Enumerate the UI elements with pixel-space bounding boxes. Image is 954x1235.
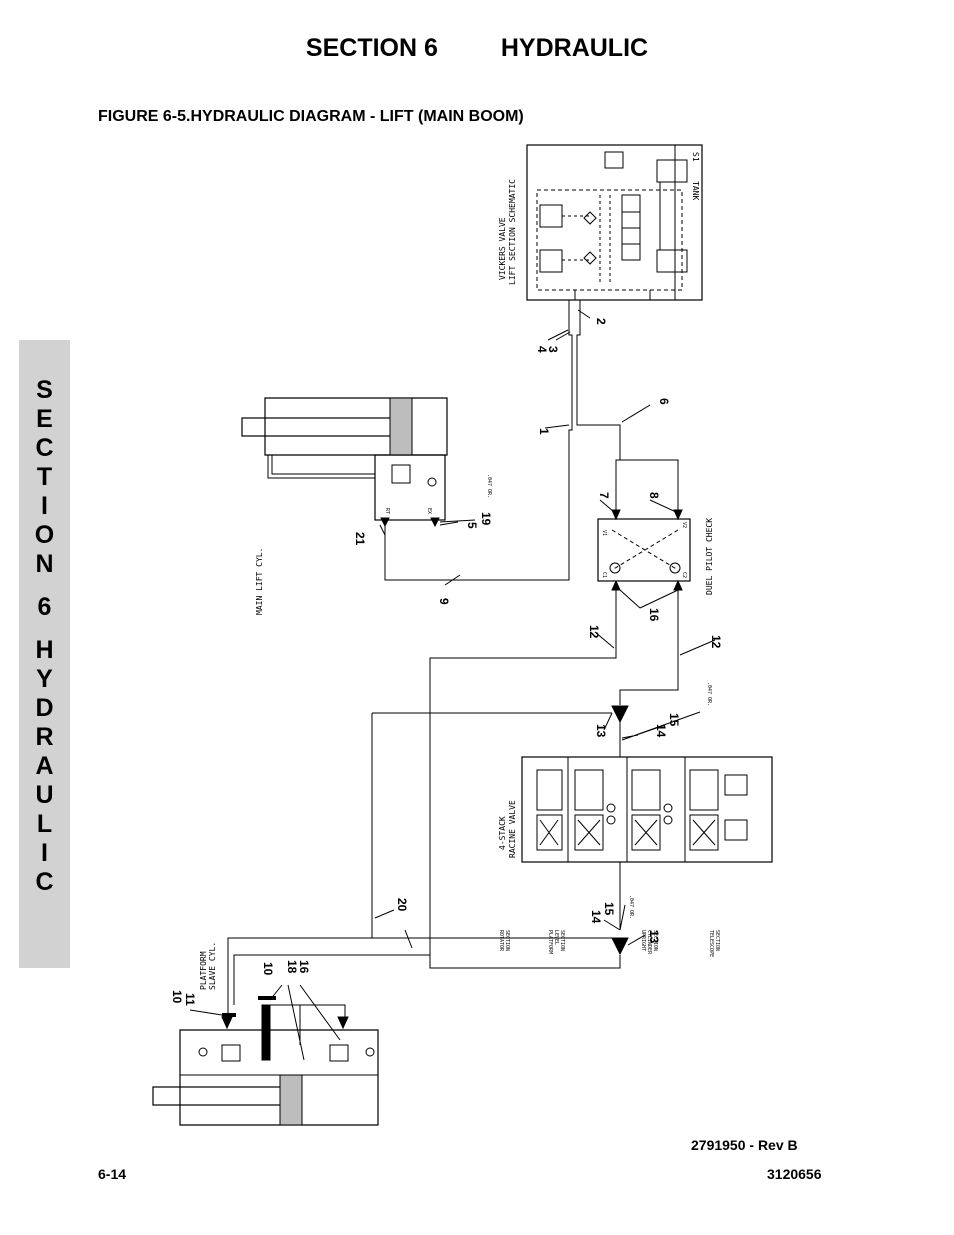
- document-number: 2791950 - Rev B: [691, 1137, 798, 1153]
- racine-valve-label-1: 4-STACK: [498, 816, 507, 850]
- callout-15-bottom: 15: [602, 902, 616, 916]
- callout-10-left: 10: [170, 990, 184, 1004]
- c1-port-label: C1: [601, 572, 607, 578]
- v2-port-label: V2: [681, 522, 687, 528]
- upright-cylinder-label-1: UPRIGHT: [640, 930, 646, 951]
- callout-15-top: 15: [667, 713, 681, 727]
- duel-pilot-check: V1 V2 C1 C2 DUEL PILOT CHECK: [597, 509, 714, 595]
- side-tab-letter: L: [36, 810, 53, 838]
- platform-level-label-3: SECTION: [559, 930, 565, 951]
- callout-10-right: 10: [261, 962, 275, 976]
- callout-4: 4: [535, 346, 549, 353]
- side-tab-letter: I: [41, 492, 48, 520]
- svg-text:S1: S1: [691, 152, 700, 162]
- callout-11: 11: [183, 993, 197, 1006]
- v1-port-label: V1: [601, 530, 607, 536]
- callout-7: 7: [597, 492, 611, 499]
- callout-1: 1: [537, 428, 551, 435]
- rt-port-label: RT: [384, 508, 390, 514]
- callout-18: 18: [285, 960, 299, 974]
- platform-slave-cyl-label-1: PLATFORM: [199, 951, 208, 990]
- rotator-section-label-2: SECTION: [504, 930, 510, 951]
- side-tab-letter: E: [36, 405, 53, 433]
- main-lift-cyl-label: MAIN LIFT CYL.: [255, 548, 264, 615]
- manual-number: 3120656: [767, 1166, 822, 1182]
- callout-13-bottom: 13: [647, 930, 661, 944]
- orifice-note-mid: .047 OR.: [706, 682, 712, 706]
- side-tab-letter: N: [35, 550, 54, 578]
- callout-9: 9: [437, 598, 451, 605]
- main-lift-cylinder: MAIN LIFT CYL. RT EX: [241, 397, 448, 615]
- callout-numbers: 2 3 4 6 1 7 8 5 19 21 9 16 12 12 13 14 1…: [170, 318, 723, 1006]
- side-tab-letter: A: [35, 752, 54, 780]
- callout-21: 21: [353, 532, 367, 546]
- callout-16-top: 16: [647, 608, 661, 622]
- vickers-valve: S1 TANK VICKERS VALVE LIFT SECTION SCHEM…: [498, 144, 703, 301]
- callout-20: 20: [395, 898, 409, 912]
- orifice-note-bottom: .047 OR.: [628, 895, 634, 919]
- orifice-note-top: .047 OR.: [486, 474, 492, 498]
- side-tab-letter: 6: [37, 593, 52, 621]
- callout-19: 19: [479, 512, 493, 526]
- upright-cylinder-label-3: SECTION: [652, 930, 658, 951]
- telescope-section-label-1: TELESCOPE: [708, 930, 714, 957]
- side-tab-letter: R: [35, 723, 54, 751]
- callout-12-right: 12: [709, 635, 723, 649]
- vickers-valve-label-2: LIFT SECTION SCHEMATIC: [508, 179, 517, 285]
- side-tab-letter: O: [34, 521, 55, 549]
- side-tab-letter: C: [35, 868, 54, 896]
- callout-14-top: 14: [654, 724, 668, 738]
- rotator-section-label-1: ROTATOR: [498, 930, 504, 952]
- side-tab-letter: C: [35, 434, 54, 462]
- callout-13-top: 13: [594, 724, 608, 738]
- section-header: SECTION 6 HYDRAULIC: [0, 34, 954, 63]
- side-tab-letter: U: [35, 781, 54, 809]
- tank-port-label: TANK: [691, 181, 700, 200]
- callout-12-left: 12: [587, 625, 601, 639]
- side-tab-letter: D: [35, 694, 54, 722]
- racine-valve: 4-STACK RACINE VALVE ROTATOR SECTION PLA…: [498, 756, 773, 957]
- telescope-section-label-2: SECTION: [714, 930, 720, 951]
- section-number: SECTION 6: [305, 34, 438, 62]
- upright-cylinder-label-2: CYLINDER: [646, 930, 652, 955]
- side-tab-letter: Y: [36, 665, 53, 693]
- side-tab-letter: S: [36, 376, 53, 404]
- callout-leaders: [189, 309, 716, 1061]
- callout-8: 8: [647, 492, 661, 499]
- figure-title: FIGURE 6-5.HYDRAULIC DIAGRAM - LIFT (MAI…: [98, 108, 524, 125]
- callout-3: 3: [546, 346, 560, 353]
- callout-16-bottom: 16: [297, 960, 311, 974]
- platform-level-label-1: PLATFORM: [547, 930, 553, 954]
- callout-2: 2: [594, 318, 608, 325]
- ex-port-label: EX: [426, 508, 432, 514]
- vickers-valve-label-1: VICKERS VALVE: [498, 217, 507, 280]
- callout-6: 6: [657, 398, 671, 405]
- racine-valve-label-2: RACINE VALVE: [508, 800, 517, 858]
- side-tab-letter: T: [36, 463, 53, 491]
- duel-pilot-check-label: DUEL PILOT CHECK: [705, 518, 714, 595]
- side-tab-letter: I: [41, 839, 48, 867]
- callout-14-bottom: 14: [589, 910, 603, 924]
- c2-port-label: C2: [681, 572, 687, 578]
- section-title: HYDRAULIC: [500, 34, 649, 62]
- callout-5: 5: [465, 522, 479, 529]
- platform-slave-cyl-label-2: SLAVE CYL.: [208, 942, 217, 990]
- hydraulic-lines: [222, 300, 679, 1045]
- platform-slave-cylinder: PLATFORM SLAVE CYL.: [152, 942, 379, 1126]
- page-number: 6-14: [98, 1166, 127, 1182]
- side-tab-letter: H: [35, 636, 54, 664]
